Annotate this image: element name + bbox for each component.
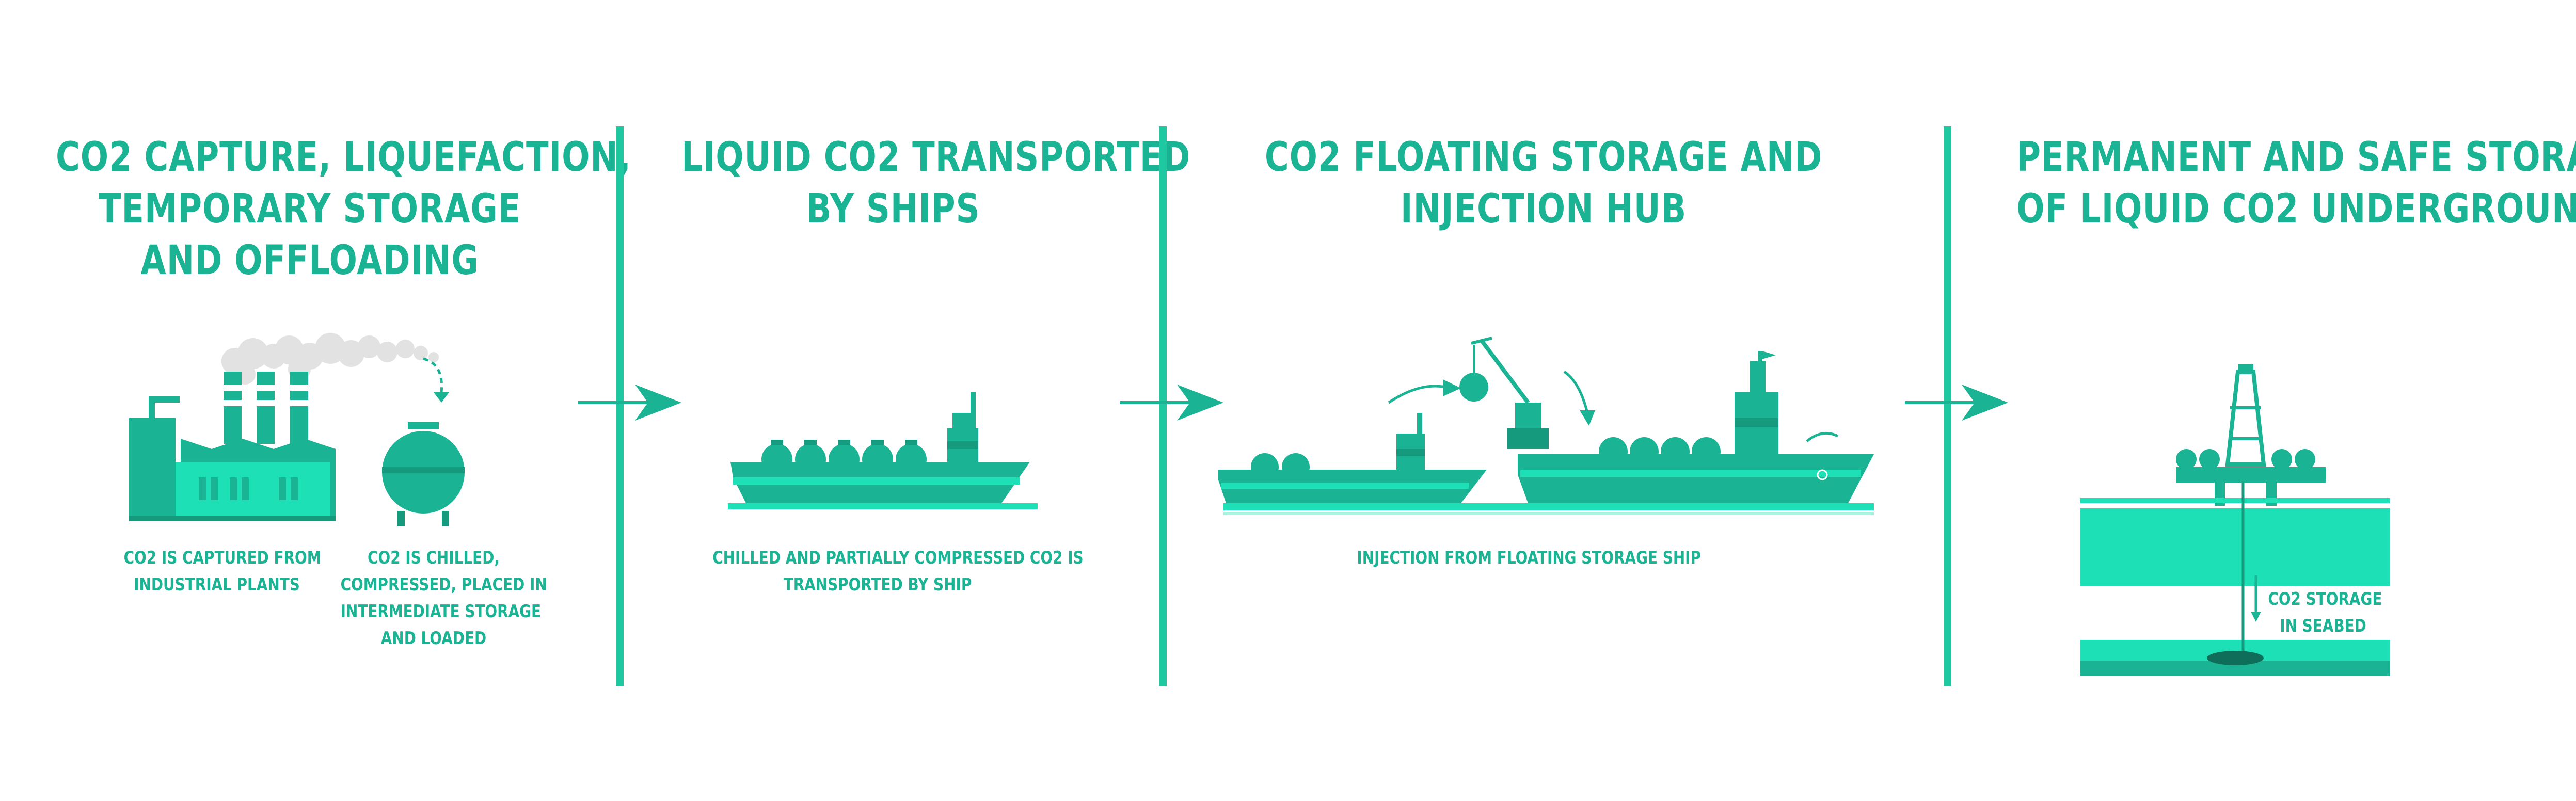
step-1-caption-liquefaction: CO2 IS CHILLED, COMPRESSED, PLACED IN IN…	[340, 548, 547, 649]
crane-icon	[1459, 337, 1549, 449]
factory-icon	[129, 333, 439, 521]
arrow-right-icon	[1905, 385, 2008, 421]
cargo-ship-icon	[1518, 351, 1874, 503]
step-4-title: PERMANENT AND SAFE STORAGE OF LIQUID CO2…	[2016, 134, 2576, 232]
step-1-caption-capture: CO2 IS CAPTURED FROM INDUSTRIAL PLANTS	[123, 548, 322, 595]
step-1-title: CO2 CAPTURE, LIQUEFACTION, TEMPORARY STO…	[56, 134, 631, 284]
step-3-caption: INJECTION FROM FLOATING STORAGE SHIP	[1357, 548, 1701, 568]
step-4-caption: CO2 STORAGE IN SEABED	[2268, 589, 2382, 636]
water-band	[1223, 503, 1874, 510]
seabed-storage-icon	[2080, 483, 2390, 676]
arrow-right-icon	[1120, 385, 1223, 421]
divider-2	[1159, 126, 1167, 686]
arrow-right-icon	[578, 385, 681, 421]
step-3-title: CO2 FLOATING STORAGE AND INJECTION HUB	[1264, 134, 1823, 232]
cargo-ship-icon	[728, 392, 1038, 509]
offshore-platform-icon	[2176, 364, 2326, 506]
loading-arrow-icon	[423, 357, 443, 393]
divider-1	[616, 126, 624, 686]
divider-3	[1944, 126, 1951, 686]
cargo-ship-icon	[1218, 413, 1487, 503]
step-2-caption: CHILLED AND PARTIALLY COMPRESSED CO2 IS …	[712, 548, 1084, 595]
storage-tank-icon	[382, 422, 465, 526]
